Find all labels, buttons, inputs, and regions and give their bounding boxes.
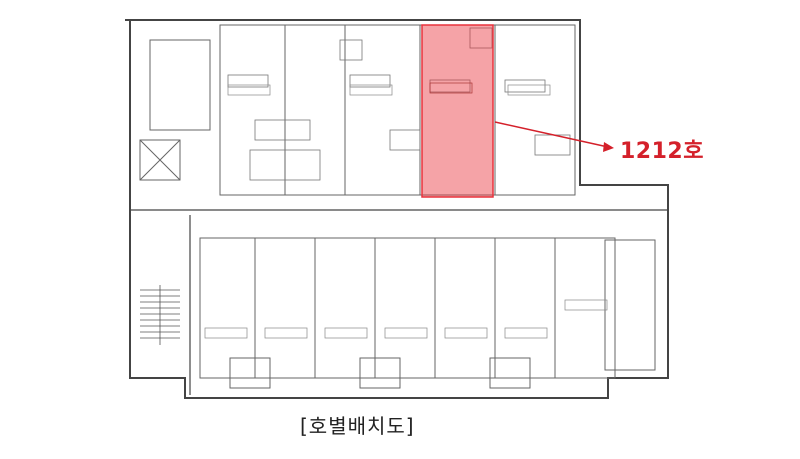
- building-outline: [125, 19, 669, 399]
- diagram-caption: [호별배치도]: [300, 414, 415, 438]
- unit-1212-highlight: [421, 24, 494, 198]
- pointer-arrow: [494, 121, 614, 152]
- unit-number-label: 1212호: [620, 139, 704, 164]
- stairs: [140, 285, 180, 345]
- room-label-boxes: [204, 84, 608, 339]
- top-units: [139, 24, 576, 196]
- bottom-units: [199, 237, 656, 389]
- top-fixtures: [227, 27, 571, 181]
